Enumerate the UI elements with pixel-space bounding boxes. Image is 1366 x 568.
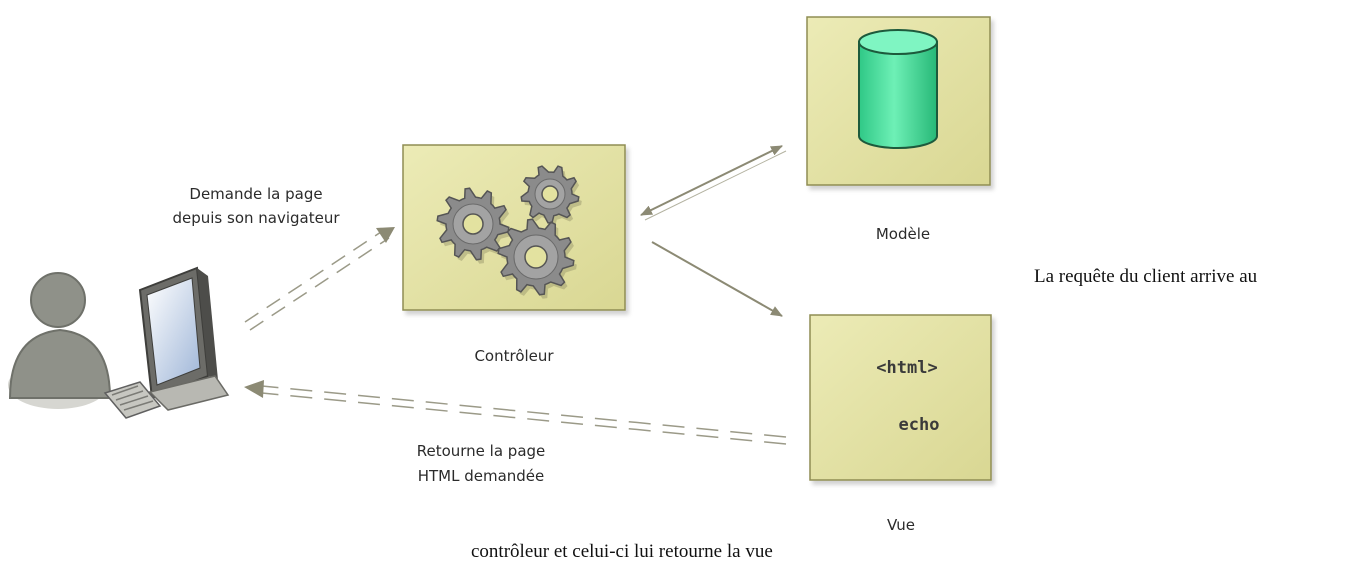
request-label-line1: Demande la page bbox=[189, 185, 322, 203]
response-label-line1: Retourne la page bbox=[417, 442, 546, 460]
controller-model-arrow bbox=[640, 145, 787, 221]
monitor-icon bbox=[138, 266, 230, 411]
keyboard-icon bbox=[103, 381, 162, 419]
view-code-html: <html> bbox=[876, 358, 937, 378]
controller-view-arrow bbox=[651, 241, 783, 317]
gear-bottom-icon bbox=[497, 218, 577, 299]
request-arrow bbox=[244, 227, 395, 331]
controller-label: Contrôleur bbox=[474, 347, 554, 365]
response-arrow bbox=[244, 380, 787, 445]
gears-icon bbox=[436, 165, 582, 299]
caption-bottom: contrôleur et celui-ci lui retourne la v… bbox=[471, 541, 773, 562]
user-computer-icon bbox=[8, 266, 230, 419]
user-icon bbox=[8, 272, 112, 409]
view-label: Vue bbox=[887, 516, 915, 534]
controller-box bbox=[402, 144, 626, 311]
caption-right: La requête du client arrive au bbox=[1034, 266, 1258, 287]
gear-left-icon bbox=[436, 187, 512, 264]
model-label: Modèle bbox=[876, 225, 930, 243]
database-cylinder-icon bbox=[858, 29, 938, 149]
model-box bbox=[806, 16, 991, 186]
gear-top-icon bbox=[520, 165, 582, 227]
request-label-line2: depuis son navigateur bbox=[172, 209, 340, 227]
response-label-line2: HTML demandée bbox=[418, 467, 545, 485]
view-box: <html> echo bbox=[809, 314, 992, 481]
view-code-echo: echo bbox=[899, 415, 940, 435]
